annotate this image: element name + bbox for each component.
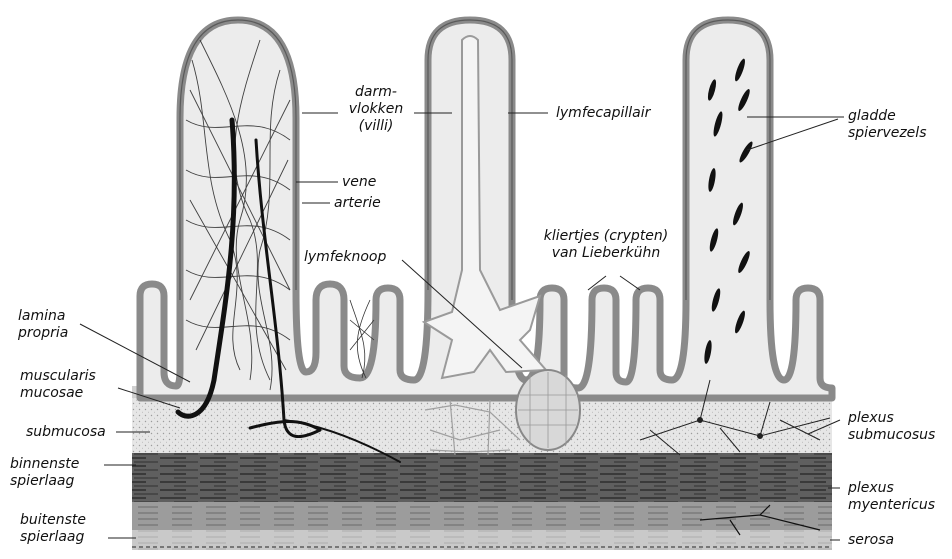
label-plexus-submucosus: plexus submucosus: [848, 410, 935, 444]
label-crypts: kliertjes (crypten) van Lieberkühn: [526, 228, 686, 262]
label-villi-line2: vlokken: [338, 101, 414, 118]
label-outer-muscle: buitenste spierlaag: [20, 512, 86, 546]
label-lamina-propria: lamina propria: [18, 308, 68, 342]
label-muscularis-line2: mucosae: [20, 385, 96, 402]
label-muscularis-line1: muscularis: [20, 368, 96, 385]
label-plexus-sub-line1: plexus: [848, 410, 935, 427]
label-muscularis-mucosae: muscularis mucosae: [20, 368, 96, 402]
label-inner-muscle-line1: binnenste: [10, 456, 79, 473]
label-plexus-my-line2: myentericus: [848, 497, 935, 514]
label-plexus-sub-line2: submucosus: [848, 427, 935, 444]
label-lamina-line2: propria: [18, 325, 68, 342]
label-crypts-line1: kliertjes (crypten): [526, 228, 686, 245]
label-outer-muscle-line2: spierlaag: [20, 529, 86, 546]
label-smooth-muscle: gladde spiervezels: [848, 108, 926, 142]
label-villi-line3: (villi): [338, 118, 414, 135]
label-smooth-muscle-line1: gladde: [848, 108, 926, 125]
label-lymph-node: lymfeknoop: [304, 249, 386, 266]
inner-muscle-layer: [132, 452, 832, 502]
label-inner-muscle-line2: spierlaag: [10, 473, 79, 490]
label-artery: arterie: [334, 195, 381, 212]
label-submucosa: submucosa: [26, 424, 106, 441]
label-plexus-my-line1: plexus: [848, 480, 935, 497]
label-serosa: serosa: [848, 532, 894, 549]
label-plexus-myentericus: plexus myentericus: [848, 480, 935, 514]
label-crypts-line2: van Lieberkühn: [526, 245, 686, 262]
submucosa-layer: [132, 395, 832, 453]
label-lamina-line1: lamina: [18, 308, 68, 325]
label-villi-line1: darm-: [338, 84, 414, 101]
label-smooth-muscle-line2: spiervezels: [848, 125, 926, 142]
outer-muscle-layer: [132, 500, 832, 530]
label-vein: vene: [342, 174, 376, 191]
label-inner-muscle: binnenste spierlaag: [10, 456, 79, 490]
label-villi: darm- vlokken (villi): [338, 84, 414, 135]
label-lymph-capillary: lymfecapillair: [556, 105, 650, 122]
label-outer-muscle-line1: buitenste: [20, 512, 86, 529]
